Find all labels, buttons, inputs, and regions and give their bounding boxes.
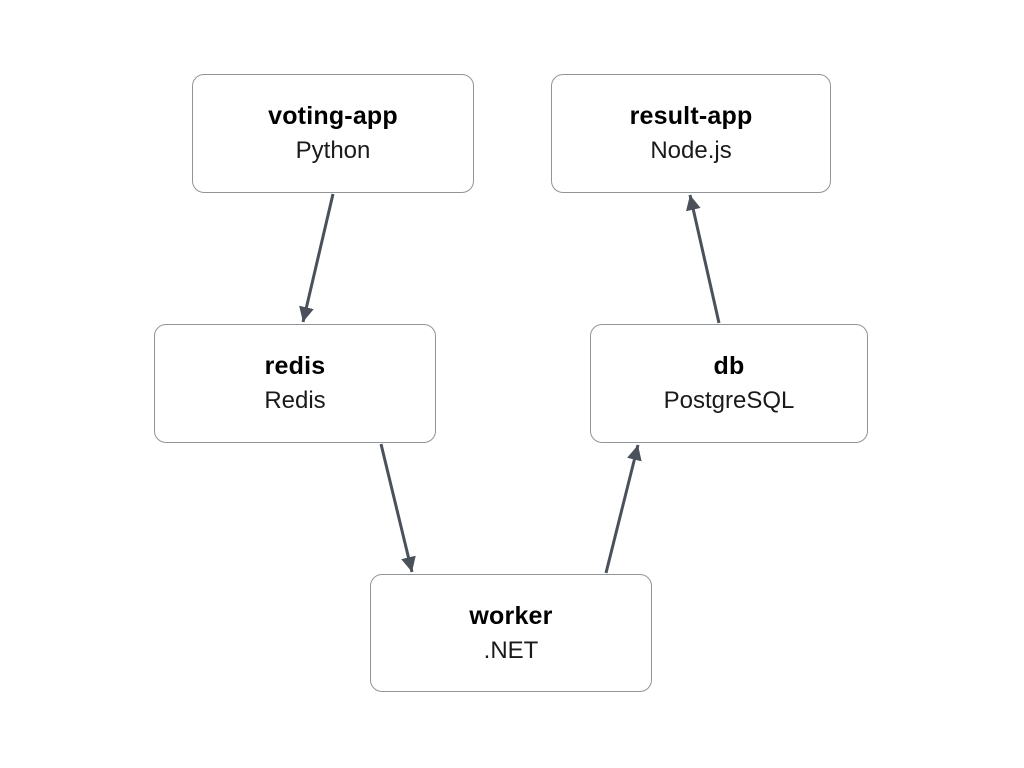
node-subtitle: PostgreSQL	[663, 387, 795, 415]
node-subtitle: Node.js	[650, 137, 732, 165]
node-redis: redis Redis	[154, 324, 436, 443]
node-db: db PostgreSQL	[590, 324, 868, 443]
node-title: db	[713, 352, 745, 381]
edge-worker-to-db	[604, 444, 642, 574]
edge-voting-app-to-redis	[299, 193, 335, 323]
node-result-app: result-app Node.js	[551, 74, 831, 193]
node-title: worker	[469, 601, 553, 630]
edge-redis-to-worker	[379, 443, 416, 573]
node-worker: worker .NET	[370, 574, 652, 692]
node-title: voting-app	[268, 102, 398, 131]
node-title: result-app	[629, 102, 753, 131]
node-title: redis	[264, 352, 326, 381]
node-voting-app: voting-app Python	[192, 74, 474, 193]
node-subtitle: Redis	[264, 387, 326, 415]
edge-db-to-result-app	[685, 194, 721, 324]
node-subtitle: Python	[295, 137, 371, 165]
node-subtitle: .NET	[483, 636, 539, 664]
